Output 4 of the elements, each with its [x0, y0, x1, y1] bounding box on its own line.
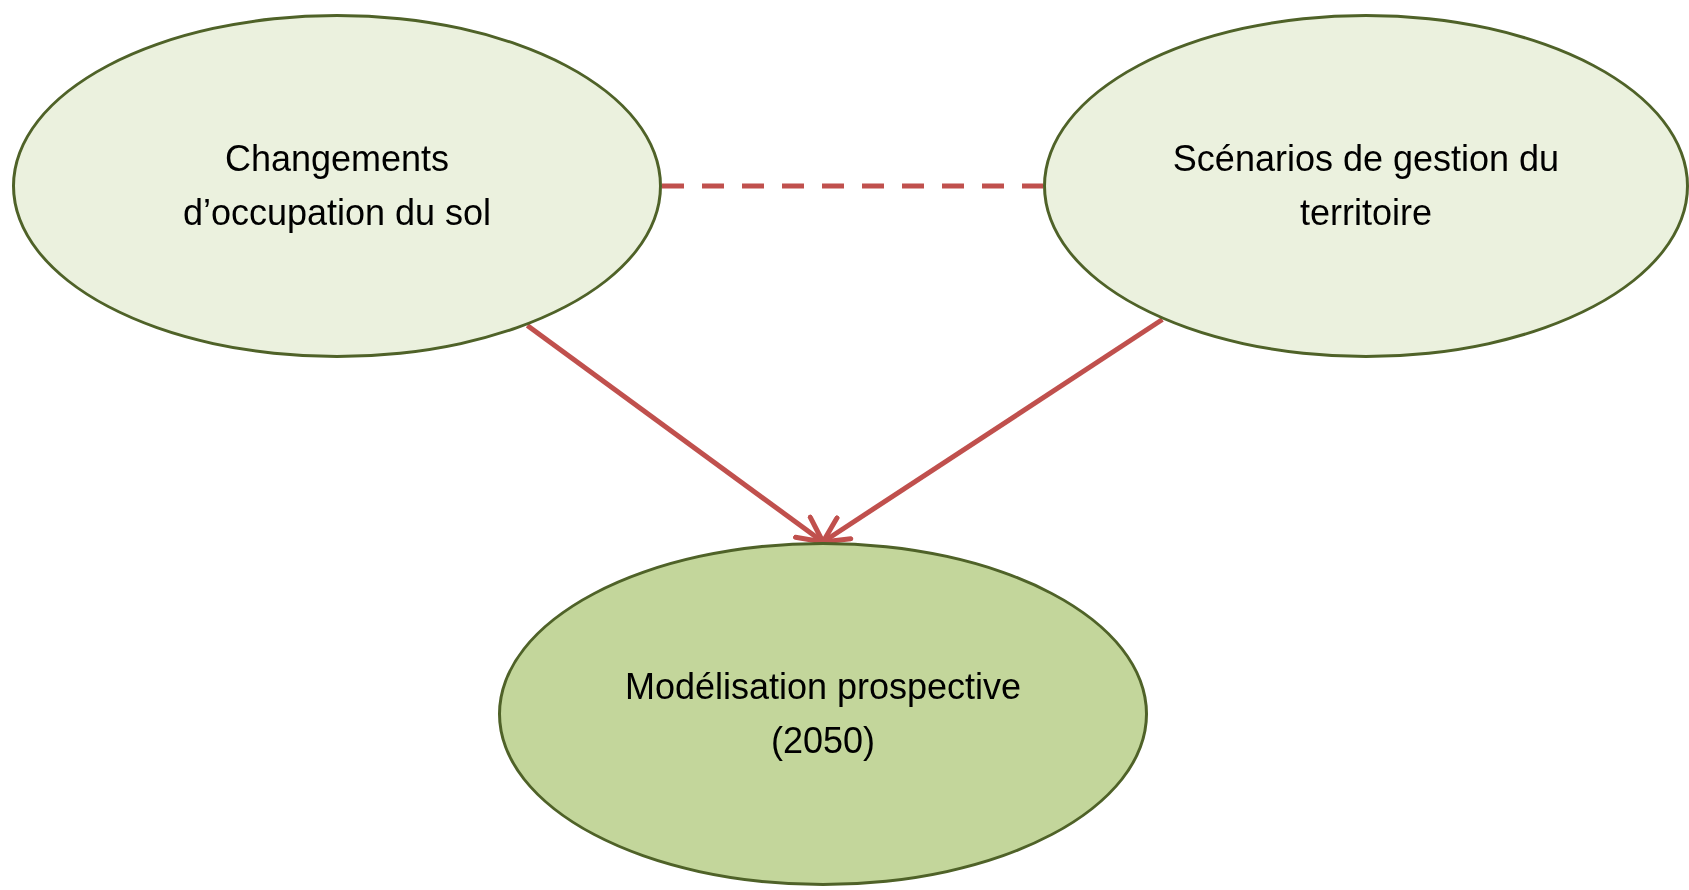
node-label: Scénarios de gestion du territoire: [1171, 137, 1561, 235]
dashed-connector: [662, 183, 1043, 189]
node-label: Changements d’occupation du sol: [181, 137, 493, 235]
node-label: Modélisation prospective (2050): [623, 665, 1023, 763]
